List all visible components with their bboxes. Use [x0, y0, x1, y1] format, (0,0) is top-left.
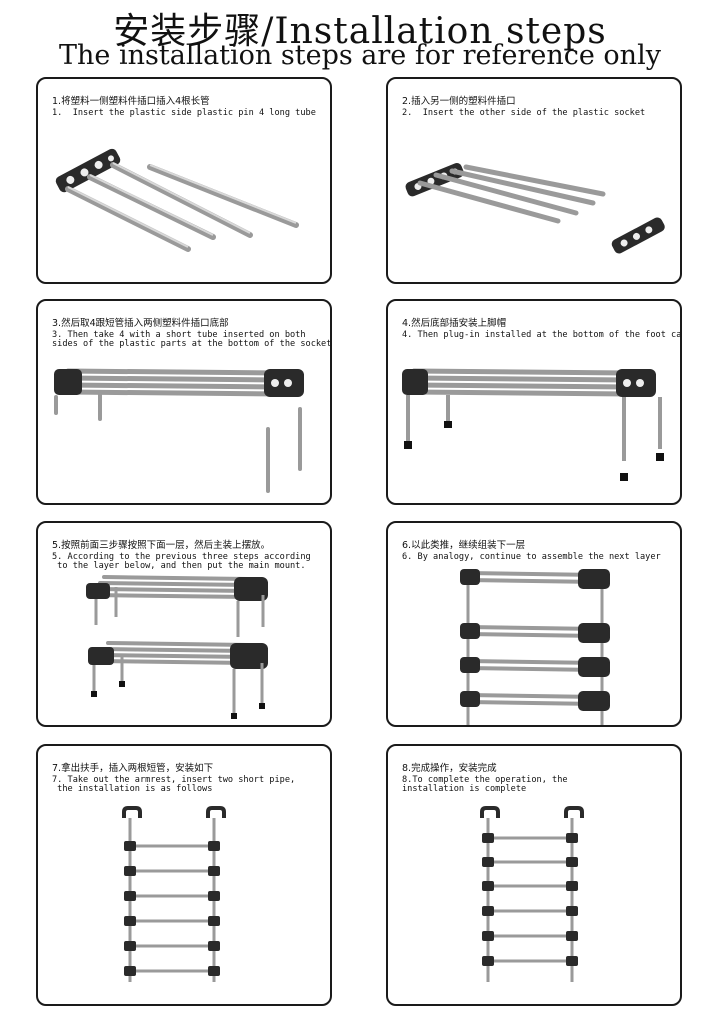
long-tubes: [65, 162, 299, 252]
step-5-illustration: [86, 575, 268, 719]
step-4-caption-en: 4. Then plug-in installed at the bottom …: [402, 330, 682, 340]
page-subtitle: The installation steps are for reference…: [59, 40, 661, 71]
step-1-caption-cn: 1.将塑料一侧塑料件插口插入4根长管: [52, 96, 210, 107]
step-5-caption-cn: 5.按照前面三步骤按照下面一层，然后主装上摆放。: [52, 540, 271, 551]
step-8-caption-en: 8.To complete the operation, the install…: [402, 775, 568, 794]
step-2-caption-cn: 2.插入另一侧的塑料件插口: [402, 96, 516, 107]
step-6-panel: 6.以此类推，继续组装下一层 6. By analogy, continue t…: [386, 521, 682, 727]
step-3-caption-cn: 3.然后取4跟短管插入两侧塑料件插口底部: [52, 318, 229, 329]
step-2-illustration: [405, 163, 665, 254]
step-8-panel: 8.完成操作，安装完成 8.To complete the operation,…: [386, 744, 682, 1006]
step-1-illustration: [55, 148, 299, 252]
step-6-illustration: [460, 569, 610, 725]
plastic-side-piece: [55, 148, 121, 193]
step-6-caption-en: 6. By analogy, continue to assemble the …: [402, 552, 661, 562]
step-7-caption-cn: 7.拿出扶手，插入两根短管，安装如下: [52, 763, 214, 774]
step-3-caption-en: 3. Then take 4 with a short tube inserte…: [52, 330, 332, 349]
step-1-panel: 1.将塑料一侧塑料件插口插入4根长管 1. Insert the plastic…: [36, 77, 332, 284]
step-3-panel: 3.然后取4跟短管插入两侧塑料件插口底部 3. Then take 4 with…: [36, 299, 332, 505]
step-7-caption-en: 7. Take out the armrest, insert two shor…: [52, 775, 296, 794]
step-2-caption-en: 2. Insert the other side of the plastic …: [402, 108, 646, 118]
page-title: 安装步骤/Installation steps: [113, 11, 607, 52]
step-7-panel: 7.拿出扶手，插入两根短管，安装如下 7. Take out the armre…: [36, 744, 332, 1006]
step-3-illustration: [54, 368, 304, 493]
step-2-panel: 2.插入另一侧的塑料件插口 2. Insert the other side o…: [386, 77, 682, 284]
step-1-caption-en: 1. Insert the plastic side plastic pin 4…: [52, 108, 316, 118]
step-7-illustration: [122, 806, 226, 982]
step-5-caption-en: 5. According to the previous three steps…: [52, 552, 311, 571]
step-8-illustration: [480, 806, 584, 982]
step-4-panel: 4.然后底部插安装上脚帽 4. Then plug-in installed a…: [386, 299, 682, 505]
step-4-caption-cn: 4.然后底部插安装上脚帽: [402, 318, 507, 329]
step-4-illustration: [402, 368, 664, 481]
step-5-panel: 5.按照前面三步骤按照下面一层，然后主装上摆放。 5. According to…: [36, 521, 332, 727]
step-6-caption-cn: 6.以此类推，继续组装下一层: [402, 540, 526, 551]
step-8-caption-cn: 8.完成操作，安装完成: [402, 763, 497, 774]
